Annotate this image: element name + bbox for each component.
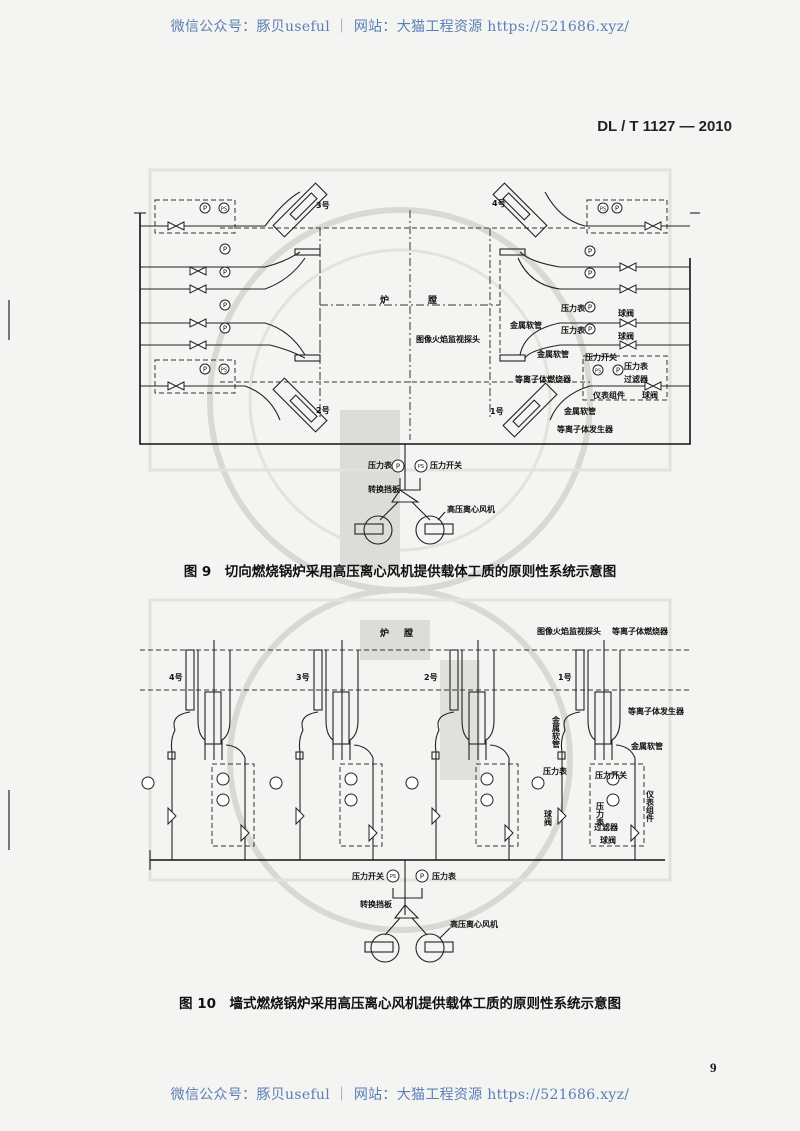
furnace-label: 炉 [380, 294, 389, 306]
label-pressure-gauge: 压力表 [543, 766, 568, 776]
pressure-gauge-icon: P [223, 246, 227, 254]
pressure-switch-icon: PS [221, 368, 227, 374]
fig9-fan-assembly: P PS 压力表 压力开关 转换挡板 高压离心风机 [354, 459, 495, 545]
label-ball-valve: 球阀 [642, 390, 658, 400]
label-damper: 转换挡板 [360, 899, 393, 909]
pressure-gauge-icon: P [396, 463, 400, 471]
figure9-diagram: P PS P P P P P PS 3号 2号 [134, 182, 700, 545]
label-ball-valve: 球阀 [600, 835, 616, 845]
label-plasma-burner: 等离子体燃烧器 [611, 626, 669, 636]
label-instrument-assembly: 仪表组件 [645, 790, 655, 823]
label-ball-valve: 球阀 [618, 308, 634, 318]
furnace-label: 膛 [427, 294, 437, 306]
label-damper: 转换挡板 [368, 484, 401, 494]
pressure-switch-icon: PS [418, 464, 424, 470]
pressure-switch-icon: PS [390, 874, 396, 880]
label-pressure-gauge: 压力表 [368, 460, 393, 470]
pressure-gauge-icon: P [203, 205, 207, 213]
fig10-burner-unit-4: 4号 [141, 640, 255, 860]
bleed-through-ghost [148, 168, 672, 933]
pressure-gauge-icon: P [203, 366, 207, 374]
burner-1-label: 1号 [490, 407, 504, 416]
label-filter: 过滤器 [624, 374, 649, 384]
furnace-label: 炉 [380, 627, 389, 639]
burner-4-label: 4号 [492, 199, 506, 208]
label-pressure-switch: 压力开关 [585, 352, 617, 362]
fig10-burner-unit-1: 1号 [531, 640, 645, 860]
pressure-switch-icon: PS [221, 207, 227, 213]
scan-edge-mark [8, 790, 10, 850]
figure10-diagram: 炉 膛 4号 [140, 626, 690, 963]
label-metal-hose: 金属软管 [563, 406, 596, 416]
label-pressure-gauge: 压力表 [432, 871, 457, 881]
label-plasma-generator: 等离子体发生器 [556, 424, 614, 434]
label-pressure-gauge: 压力表 [561, 303, 586, 313]
fig10-burner-unit-2: 2号 [405, 640, 519, 860]
burner-2-label: 2号 [424, 673, 438, 682]
fig10-burner-unit-3: 3号 [269, 640, 383, 860]
label-blower: 高压离心风机 [447, 504, 495, 514]
label-filter: 过滤器 [594, 822, 619, 832]
pressure-gauge-icon: P [616, 367, 620, 375]
burner-3-label: 3号 [316, 201, 330, 210]
pressure-gauge-icon: P [588, 270, 592, 278]
pressure-gauge-icon: P [588, 326, 592, 334]
pressure-gauge-icon: P [588, 248, 592, 256]
fig10-fan-assembly: PS P 压力开关 压力表 转换挡板 高压离心风机 [352, 869, 498, 963]
scan-edge-mark [8, 300, 10, 340]
label-pressure-gauge: 压力表 [624, 361, 649, 371]
label-pressure-switch: 压力开关 [430, 460, 462, 470]
fig9-right-branches: PS P P P P P PS P 4号 1号 压力表 压力表 球阀 球阀 金属… [416, 182, 690, 438]
label-pressure-gauge: 压力表 [595, 802, 605, 827]
label-metal-hose: 金属软管 [536, 349, 569, 359]
label-plasma-generator: 等离子体发生器 [627, 706, 685, 716]
burner-2-label: 2号 [316, 406, 330, 415]
label-plasma-burner: 等离子体燃烧器 [514, 374, 572, 384]
standard-code: DL / T 1127 — 2010 [597, 118, 732, 135]
label-metal-hose: 金属软管 [509, 320, 542, 330]
pressure-gauge-icon: P [223, 269, 227, 277]
label-pressure-switch: 压力开关 [595, 770, 627, 780]
label-ball-valve: 球阀 [618, 331, 634, 341]
pressure-gauge-icon: P [615, 205, 619, 213]
label-pressure-gauge: 压力表 [561, 325, 586, 335]
watermark-top: 微信公众号：豚贝useful ｜ 网站：大猫工程资源 https://52168… [170, 19, 630, 35]
burner-4-label: 4号 [169, 673, 183, 682]
label-blower: 高压离心风机 [450, 919, 498, 929]
burner-1-label: 1号 [558, 673, 572, 682]
furnace-label: 膛 [403, 627, 413, 639]
page-number: 9 [710, 1060, 717, 1075]
label-metal-hose: 金属软管 [630, 741, 663, 751]
pressure-gauge-icon: P [223, 325, 227, 333]
pressure-switch-icon: PS [600, 207, 606, 213]
burner-3-label: 3号 [296, 673, 310, 682]
label-instrument-assembly: 仪表组件 [592, 390, 625, 400]
fig9-left-branches: P PS P P P P P PS 3号 2号 [140, 182, 330, 433]
label-metal-hose-vertical: 金属软管 [551, 715, 561, 749]
figure10-caption: 图 10 墙式燃烧锅炉采用高压离心风机提供载体工质的原则性系统示意图 [179, 996, 621, 1012]
pressure-gauge-icon: P [588, 304, 592, 312]
pressure-switch-icon: PS [595, 369, 601, 375]
pressure-gauge-icon: P [420, 873, 424, 881]
label-ball-valve: 球阀 [543, 809, 553, 827]
label-flame-probe: 图像火焰监视探头 [416, 334, 480, 344]
label-flame-probe: 图像火焰监视探头 [537, 626, 601, 636]
figure9-caption: 图 9 切向燃烧锅炉采用高压离心风机提供载体工质的原则性系统示意图 [183, 564, 617, 580]
pressure-gauge-icon: P [223, 302, 227, 310]
watermark-bottom: 微信公众号：豚贝useful ｜ 网站：大猫工程资源 https://52168… [170, 1087, 630, 1103]
label-pressure-switch: 压力开关 [352, 871, 384, 881]
